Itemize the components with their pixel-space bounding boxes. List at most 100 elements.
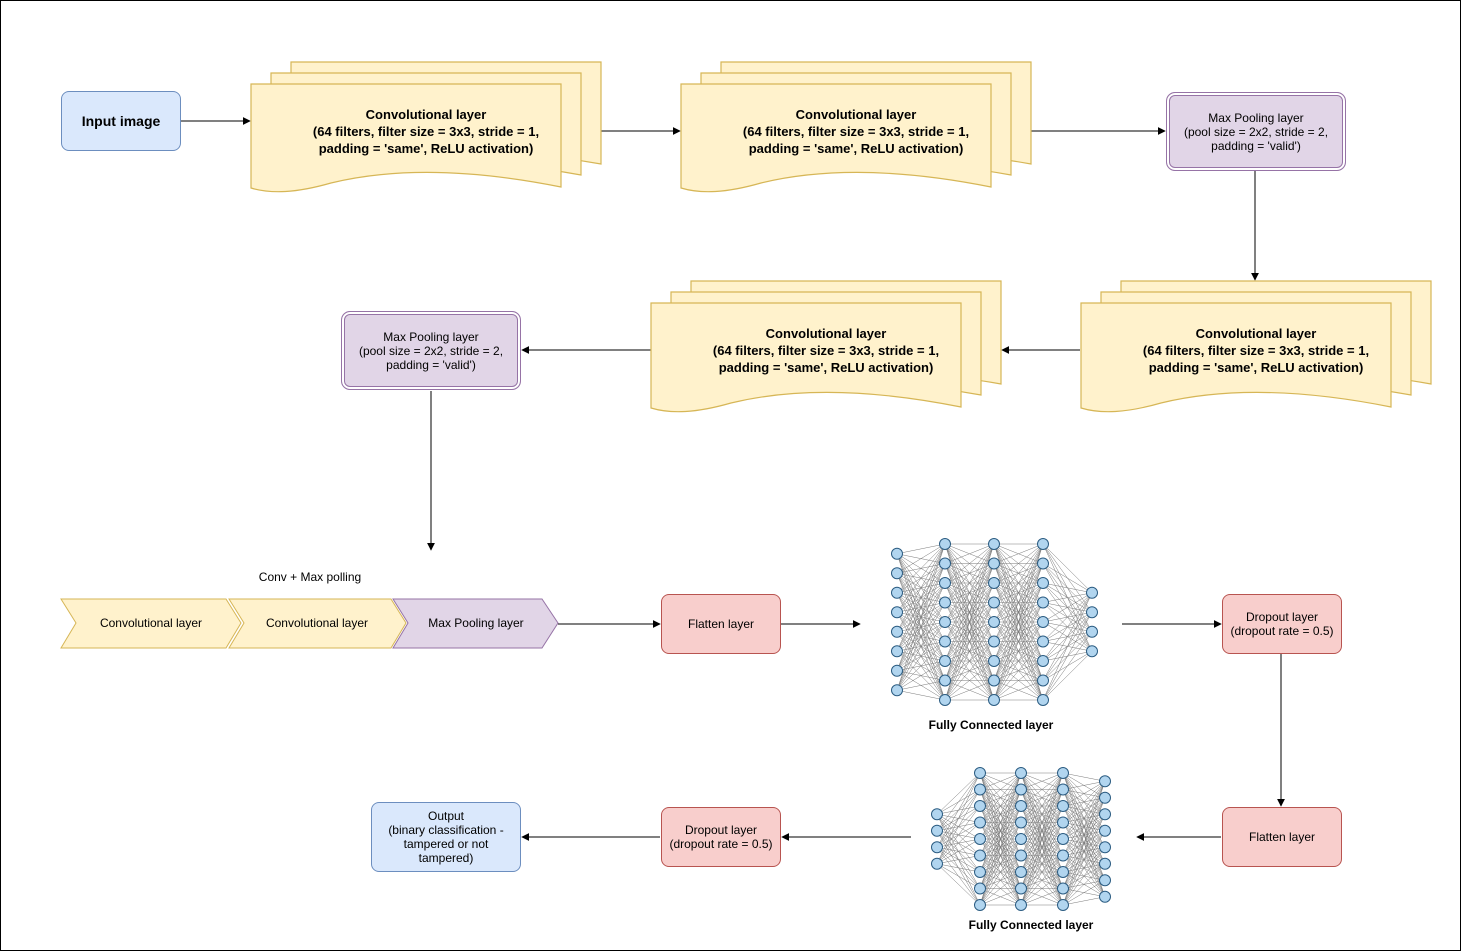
connection-line <box>896 563 946 691</box>
connection-line <box>1020 888 1064 906</box>
connection-line <box>1020 871 1064 906</box>
neuron <box>1015 816 1027 829</box>
connection-line <box>979 772 1022 823</box>
connection-line <box>1062 880 1106 906</box>
neuron <box>988 616 1000 628</box>
connection-line <box>936 863 981 873</box>
conv-params-line2: padding = 'same', ReLU activation) <box>1149 360 1364 375</box>
output-line2: (binary classification - <box>388 823 504 837</box>
connection-line <box>1020 772 1064 823</box>
connection-line <box>1020 772 1064 840</box>
connection-line <box>1062 781 1106 906</box>
connection-line <box>936 772 981 815</box>
conv-title: Convolutional layer <box>1196 326 1317 341</box>
connection-line <box>896 621 946 691</box>
neuron <box>974 882 986 895</box>
connection-line <box>944 543 995 662</box>
output-line1: Output <box>427 809 465 823</box>
neuron <box>1099 775 1111 788</box>
neuron <box>1099 874 1111 887</box>
conv-title: Convolutional layer <box>796 107 917 122</box>
neuron <box>939 596 951 609</box>
connection-line <box>1062 781 1106 807</box>
doc-shape-front-wave <box>650 302 962 413</box>
chevron-conv-1-label: Convolutional layer <box>100 616 202 630</box>
connection-line <box>1062 847 1106 906</box>
conv-params-line1: (64 filters, filter size = 3x3, stride =… <box>743 124 969 139</box>
connection-lines <box>936 772 1106 906</box>
connection-line <box>1062 781 1106 889</box>
connection-line <box>993 582 1044 701</box>
connection-line <box>979 822 1022 906</box>
chevron-conv-2 <box>228 598 407 649</box>
connection-line <box>896 543 946 593</box>
neuron <box>1099 857 1111 870</box>
fully-connected-network-2 <box>931 767 1111 911</box>
connection-line <box>936 772 981 831</box>
neuron <box>1099 841 1111 854</box>
neuron <box>1057 866 1069 878</box>
neuron <box>974 800 986 812</box>
connection-line <box>1042 612 1093 701</box>
connection-line <box>1062 814 1106 906</box>
neuron <box>1057 767 1069 779</box>
connection-line <box>993 680 1044 701</box>
neuron <box>1099 791 1111 804</box>
connection-line <box>1020 772 1064 807</box>
neuron <box>1086 625 1098 638</box>
conv-title: Convolutional layer <box>366 107 487 122</box>
dropout-rate: (dropout rate = 0.5) <box>669 837 773 851</box>
neuron <box>1037 538 1049 550</box>
connection-line <box>944 680 995 701</box>
chevron-conv-2-label: Convolutional layer <box>266 616 368 630</box>
neuron <box>891 625 903 638</box>
fully-connected-network-1 <box>891 538 1098 706</box>
connection-line <box>1042 543 1093 593</box>
flatten-label: Flatten layer <box>1248 830 1316 844</box>
neuron <box>1057 833 1069 845</box>
conv-params-line2: padding = 'same', ReLU activation) <box>719 360 934 375</box>
connection-line <box>993 543 1044 623</box>
neuron <box>1015 882 1027 895</box>
neuron <box>1037 635 1049 648</box>
connection-line <box>1042 582 1093 593</box>
conv-layer-block-3: Convolutional layer (64 filters, filter … <box>1080 280 1432 413</box>
neuron <box>939 577 951 589</box>
connection-line <box>1042 592 1093 623</box>
neuron <box>931 824 943 837</box>
connection-line <box>1020 772 1064 889</box>
neuron <box>931 857 943 870</box>
neuron <box>974 866 986 878</box>
connection-line <box>993 543 1044 603</box>
connection-line <box>896 543 946 554</box>
connection-line <box>944 641 995 701</box>
dropout-rate: (dropout rate = 0.5) <box>1230 624 1334 638</box>
connection-line <box>944 543 995 603</box>
connection-line <box>993 543 1044 681</box>
connection-line <box>936 772 981 864</box>
neuron <box>1015 866 1027 878</box>
connection-line <box>1042 592 1093 603</box>
chevron-pool <box>392 598 559 649</box>
connection-line <box>1042 592 1093 701</box>
pool-title: Max Pooling layer <box>383 329 479 344</box>
connection-line <box>1062 781 1106 873</box>
neuron <box>939 616 951 628</box>
conv-params-line1: (64 filters, filter size = 3x3, stride =… <box>713 343 939 358</box>
neuron <box>891 586 903 599</box>
connection-line <box>993 543 1044 642</box>
neuron <box>1015 899 1027 911</box>
pool-params-line1: (pool size = 2x2, stride = 2, <box>358 343 504 358</box>
neuron <box>1057 899 1069 911</box>
connection-line <box>1062 781 1106 840</box>
connection-line <box>979 772 1022 906</box>
connection-line <box>896 543 946 671</box>
connection-line <box>896 543 946 632</box>
connection-line <box>993 660 1044 701</box>
neuron <box>1057 849 1069 862</box>
dropout-title: Dropout layer <box>1245 610 1319 624</box>
pool-params-line1: (pool size = 2x2, stride = 2, <box>1183 124 1329 139</box>
connection-line <box>1042 592 1093 681</box>
connection-line <box>993 621 1044 701</box>
